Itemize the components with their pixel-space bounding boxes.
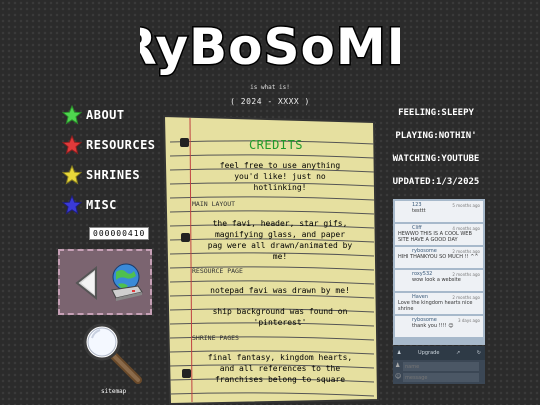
chat-name-input[interactable]	[403, 362, 479, 371]
chat-text: thank you !!!! 😊	[412, 323, 454, 329]
credit-line: and all references to the	[219, 364, 341, 373]
upgrade-link[interactable]: Upgrade	[418, 350, 440, 356]
chat-text: HIHI THANKYOU SO MUCH !! ^^	[398, 254, 479, 260]
chat-username: rybosome	[412, 317, 437, 323]
nav-item-shrines[interactable]: SHRINES	[62, 165, 141, 185]
chat-username: Cliff	[412, 225, 422, 231]
chat-message: Cliff 4 months ago HEWWO THIS IS A COOL …	[395, 224, 483, 245]
nav-item-resources[interactable]: RESOURCES	[62, 135, 156, 155]
intro-line: you'd like! just no	[234, 172, 326, 181]
chat-text: wow look a website	[412, 277, 461, 283]
credit-line: final fantasy, kingdom hearts,	[207, 353, 353, 362]
globe-computer-icon[interactable]	[108, 262, 144, 302]
back-arrow-icon[interactable]	[74, 266, 100, 300]
chat-text: testtt	[412, 208, 426, 214]
refresh-icon[interactable]: ↻	[476, 350, 481, 356]
chat-message: Haven 2 months ago Love the kingdom hear…	[395, 293, 483, 314]
credit-line: ship background was found on	[212, 307, 348, 316]
chat-message: rybosome 3 days ago thank you !!!! 😊	[395, 316, 483, 337]
user-icon[interactable]: ♟	[397, 350, 402, 356]
site-logo: RyBoSoME	[140, 17, 400, 78]
chat-time: 3 days ago	[458, 318, 480, 323]
intro-line: feel free to use anything	[219, 161, 341, 170]
chat-form: ♟ ☺	[393, 360, 485, 384]
year-range: ( 2024 - XXXX )	[230, 97, 310, 106]
credit-line: 'pinterest'	[253, 318, 307, 327]
intro-line: hotlinking!	[253, 183, 307, 192]
chat-time: 5 months ago	[452, 203, 480, 208]
chat-username: rybosome	[412, 248, 437, 254]
status-feeling: FEELING:SLEEPY	[398, 108, 474, 118]
credit-line: franchises belong to square	[214, 375, 346, 384]
status-watching: WATCHING:YOUTUBE	[392, 154, 480, 164]
chat-username: Haven	[412, 294, 429, 300]
chat-message-input[interactable]	[403, 373, 479, 382]
sitemap-link[interactable]: sitemap	[101, 388, 127, 395]
tagline: is what is!	[250, 84, 290, 91]
chat-box[interactable]: 123 5 months ago testtt Cliff 4 months a…	[393, 199, 485, 345]
section-header-main-layout: MAIN LAYOUT	[192, 200, 236, 208]
magnifier-icon[interactable]	[82, 322, 146, 388]
nav-label-misc: MISC	[86, 198, 117, 212]
chat-message: roxy532 2 months ago wow look a website	[395, 270, 483, 291]
external-link-icon[interactable]: ↗	[456, 350, 461, 356]
user-small-icon: ♟	[395, 362, 401, 369]
credit-line: magnifying glass, and paper	[214, 230, 346, 239]
chat-toolbar: ♟ Upgrade ↗ ↻	[393, 346, 485, 360]
logo-text: RyBoSoME	[140, 18, 400, 76]
navigation-box	[58, 249, 152, 315]
status-updated: UPDATED:1/3/2025	[392, 177, 480, 187]
yellow-star-icon	[62, 165, 82, 185]
nav-label-about: ABOUT	[86, 108, 125, 122]
red-star-icon	[62, 135, 82, 155]
nav-item-misc[interactable]: MISC	[62, 195, 117, 215]
blue-star-icon	[62, 195, 82, 215]
nav-label-shrines: SHRINES	[86, 168, 141, 182]
status-playing: PLAYING:NOTHIN'	[395, 131, 477, 141]
credit-line: pag were all drawn/animated by	[207, 241, 353, 250]
green-star-icon	[62, 105, 82, 125]
chat-message: rybosome 2 months ago HIHI THANKYOU SO M…	[395, 247, 483, 268]
credit-line: the favi, header, star gifs,	[212, 219, 348, 228]
chat-time: 4 months ago	[452, 226, 480, 231]
chat-time: 2 months ago	[452, 272, 480, 277]
notepad-paper	[162, 114, 380, 405]
chat-username: roxy532	[412, 271, 433, 277]
chat-time: 2 months ago	[452, 295, 480, 300]
credit-line: notepad favi was drawn by me!	[210, 286, 350, 295]
nav-item-about[interactable]: ABOUT	[62, 105, 125, 125]
section-header-shrine-pages: SHRINE PAGES	[192, 334, 239, 342]
chat-username: 123	[412, 202, 422, 208]
credit-line: me!	[272, 252, 288, 261]
nav-label-resources: RESOURCES	[86, 138, 156, 152]
notepad-title: CREDITS	[248, 138, 304, 152]
chat-time: 2 months ago	[452, 249, 480, 254]
chat-text: Love the kingdom hearts nice shrine	[398, 300, 473, 312]
section-header-resource-page: RESOURCE PAGE	[192, 267, 243, 275]
chat-text: HEWWO THIS IS A COOL WEB SITE HAVE A GOO…	[398, 231, 472, 243]
hit-counter: 000000410	[89, 227, 150, 240]
smiley-icon[interactable]: ☺	[395, 373, 402, 380]
chat-message: 123 5 months ago testtt	[395, 201, 483, 222]
